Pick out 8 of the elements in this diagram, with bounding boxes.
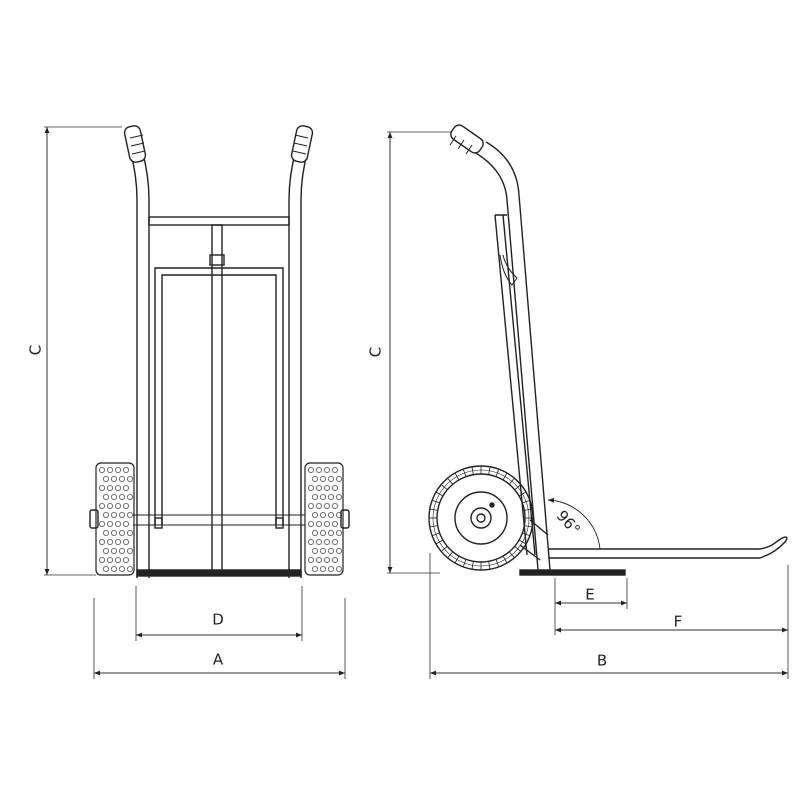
dimension-label: 96°	[554, 508, 582, 538]
dimension-label: E	[585, 588, 595, 602]
dimension-label: A	[212, 652, 224, 668]
dimension-label: B	[596, 654, 608, 668]
dimension-label: D	[212, 612, 224, 628]
dimension-label: F	[674, 614, 682, 630]
dimension-label: C	[28, 344, 44, 356]
dimension-label: C	[368, 346, 384, 358]
